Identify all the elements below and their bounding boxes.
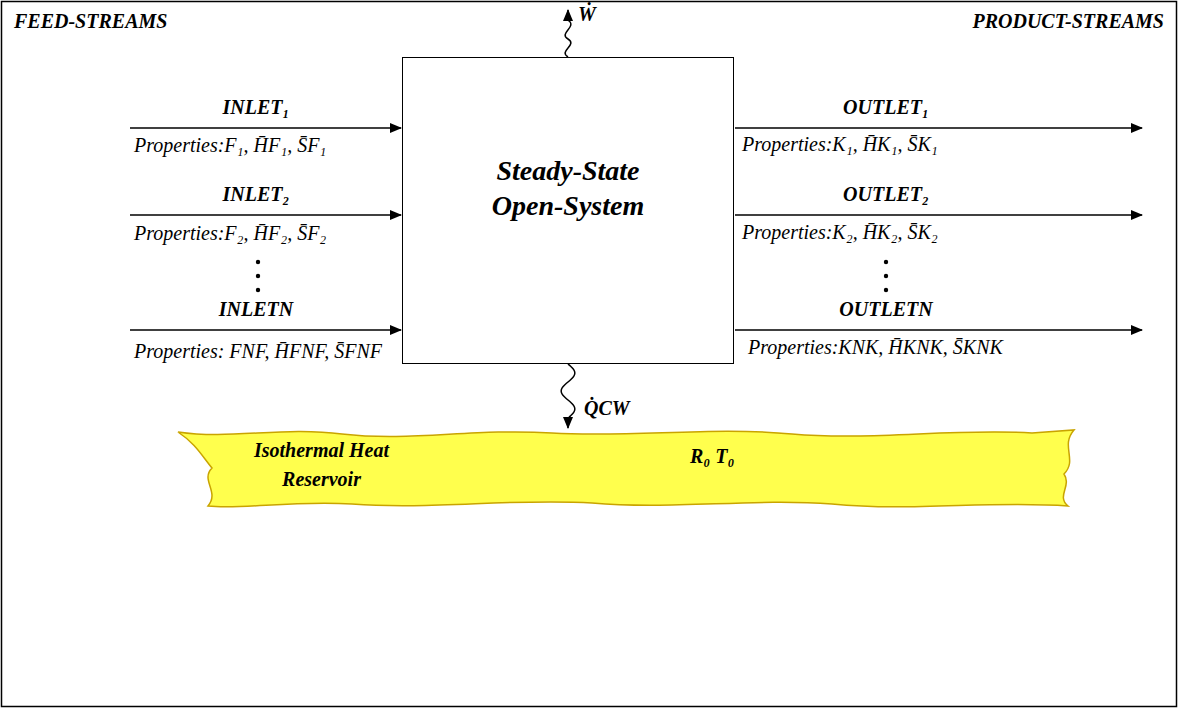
system-box: Steady-State Open-System bbox=[402, 57, 734, 364]
inlet-arrow bbox=[130, 329, 401, 331]
property-label: Properties:K₂, H̄K₂, S̄K₂ bbox=[742, 221, 938, 244]
system-title: Steady-State Open-System bbox=[458, 153, 678, 223]
property-label: Properties:F₂, H̄F₂, S̄F₂ bbox=[134, 222, 326, 245]
property-label: Properties:F₁, H̄F₁, S̄F₁ bbox=[134, 134, 326, 157]
ellipsis-dot bbox=[256, 274, 260, 278]
property-label: Properties:K₁, H̄K₁, S̄K₁ bbox=[742, 133, 938, 156]
stream-label: OUTLET₂ bbox=[843, 183, 929, 206]
property-label: Properties:KNK, H̄KNK, S̄KNK bbox=[748, 336, 1003, 359]
reservoir-label: Isothermal Heat Reservoir bbox=[234, 436, 409, 494]
outlet-arrow bbox=[735, 329, 1142, 331]
stream-label: INLET₁ bbox=[223, 96, 290, 119]
stream-label: INLET₂ bbox=[223, 183, 290, 206]
heat-symbol: Q̇CW bbox=[582, 397, 632, 420]
outlet-arrow bbox=[735, 214, 1142, 216]
work-symbol: Ẇ bbox=[578, 3, 596, 26]
ellipsis-dot bbox=[256, 260, 260, 264]
heat-flow-arrow bbox=[561, 364, 575, 428]
stream-label: OUTLET₁ bbox=[843, 96, 929, 119]
ellipsis-dot bbox=[256, 288, 260, 292]
inlet-arrow bbox=[130, 214, 401, 216]
stream-label: INLETN bbox=[219, 298, 293, 321]
section-heading: FEED-STREAMS bbox=[14, 10, 167, 33]
reservoir-symbol: R₀ T₀ bbox=[690, 442, 735, 471]
ellipsis-dot bbox=[884, 260, 888, 264]
stream-label: OUTLETN bbox=[839, 298, 932, 321]
ellipsis-dot bbox=[884, 288, 888, 292]
section-heading: PRODUCT-STREAMS bbox=[972, 10, 1164, 33]
property-label: Properties: FNF, H̄FNF, S̄FNF bbox=[134, 340, 382, 363]
work-arrow bbox=[565, 10, 571, 57]
outlet-arrow bbox=[735, 127, 1142, 129]
heat-reservoir: Isothermal Heat Reservoir R₀ T₀ bbox=[172, 424, 1082, 512]
inlet-arrow bbox=[130, 127, 401, 129]
ellipsis-dot bbox=[884, 274, 888, 278]
reservoir-shape bbox=[178, 430, 1074, 507]
